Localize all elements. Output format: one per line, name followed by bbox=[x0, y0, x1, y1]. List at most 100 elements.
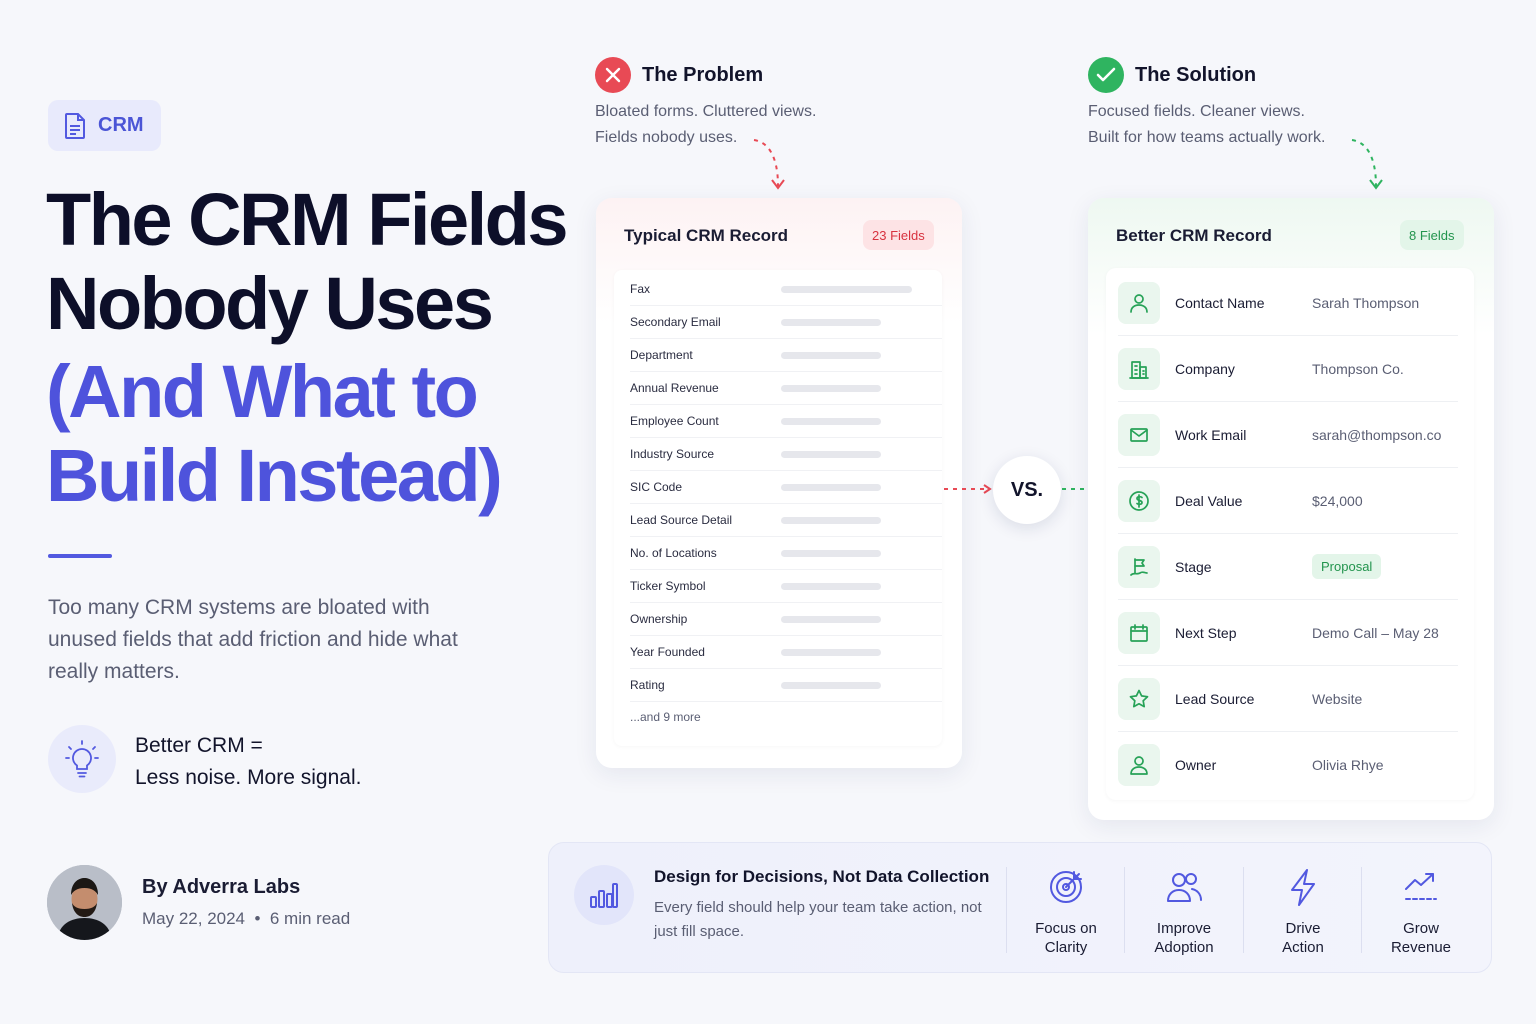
better-field-count-badge: 8 Fields bbox=[1400, 220, 1464, 250]
pillar-line-2: Revenue bbox=[1390, 939, 1452, 956]
typical-field-row: Department bbox=[630, 339, 942, 372]
better-field-label: Work Email bbox=[1175, 426, 1247, 443]
typical-field-row: SIC Code bbox=[630, 471, 942, 504]
meta-separator: • bbox=[254, 909, 261, 928]
problem-x-icon bbox=[595, 57, 631, 93]
pillar-line-2: Adoption bbox=[1154, 939, 1214, 956]
better-field-value: sarah@thompson.co bbox=[1312, 426, 1442, 443]
dollar-icon bbox=[1118, 479, 1160, 522]
typical-field-label: Employee Count bbox=[630, 414, 719, 428]
category-tag-label: CRM bbox=[98, 114, 144, 136]
tagline-line-1: Better CRM = bbox=[135, 734, 263, 757]
intro-paragraph: Too many CRM systems are bloated with un… bbox=[48, 596, 458, 683]
typical-field-row: Industry Source bbox=[630, 438, 942, 471]
typical-field-label: Department bbox=[630, 348, 693, 362]
problem-arrow-icon bbox=[753, 139, 785, 190]
typical-field-label: SIC Code bbox=[630, 480, 683, 494]
headline-line-4: Build Instead) bbox=[46, 434, 503, 517]
better-field-label: Owner bbox=[1175, 757, 1217, 773]
person-portrait-icon bbox=[47, 865, 122, 940]
pillar-line-1: Grow bbox=[1403, 920, 1439, 937]
better-field-row: Work Email sarah@thompson.co bbox=[1118, 402, 1458, 468]
pillar-divider bbox=[1361, 867, 1362, 953]
better-field-value: Sarah Thompson bbox=[1312, 294, 1420, 311]
placeholder-bar bbox=[781, 549, 881, 557]
author-avatar[interactable] bbox=[47, 865, 122, 940]
typical-field-row: Secondary Email bbox=[630, 306, 942, 339]
problem-desc-line-1: Bloated forms. Cluttered views. bbox=[595, 103, 817, 120]
placeholder-bar bbox=[781, 648, 881, 656]
user-icon bbox=[1118, 281, 1160, 324]
headline-line-3: (And What to bbox=[46, 350, 479, 433]
typical-field-row: No. of Locations bbox=[630, 537, 942, 570]
solution-desc-line-1: Focused fields. Cleaner views. bbox=[1088, 103, 1305, 120]
typical-field-label: Annual Revenue bbox=[630, 381, 719, 395]
placeholder-bar bbox=[781, 285, 912, 293]
pillar-line-2: Clarity bbox=[1044, 939, 1088, 956]
typical-field-label: Ticker Symbol bbox=[630, 579, 706, 593]
typical-field-row: Ownership bbox=[630, 603, 942, 636]
solution-description: Focused fields. Cleaner views. Built for… bbox=[1088, 99, 1325, 151]
typical-field-count-badge: 23 Fields bbox=[863, 220, 934, 250]
placeholder-bar bbox=[781, 615, 881, 623]
placeholder-bar bbox=[781, 483, 881, 491]
better-field-label: Stage bbox=[1175, 558, 1212, 575]
placeholder-bar bbox=[781, 516, 881, 524]
post-meta: May 22, 2024 • 6 min read bbox=[142, 909, 350, 929]
typical-field-label: Fax bbox=[630, 282, 651, 296]
typical-field-label: Industry Source bbox=[630, 447, 715, 461]
building-icon bbox=[1118, 347, 1160, 390]
pillar-divider bbox=[1006, 867, 1007, 953]
better-field-value: Website bbox=[1312, 690, 1363, 707]
typical-field-label: No. of Locations bbox=[630, 546, 717, 560]
typical-card-title: Typical CRM Record bbox=[624, 226, 789, 245]
stage-icon bbox=[1118, 545, 1160, 588]
pillar-line-1: Drive bbox=[1285, 920, 1321, 937]
pillar-divider bbox=[1124, 867, 1125, 953]
typical-field-label: Rating bbox=[630, 678, 665, 692]
trend-icon bbox=[1405, 873, 1437, 900]
placeholder-bar bbox=[781, 681, 881, 689]
document-icon bbox=[65, 112, 85, 139]
typical-field-row: Employee Count bbox=[630, 405, 942, 438]
category-tag[interactable]: CRM bbox=[48, 100, 161, 151]
more-fields-note: ...and 9 more bbox=[630, 710, 701, 724]
better-field-value: Olivia Rhye bbox=[1312, 757, 1384, 773]
solution-title: The Solution bbox=[1135, 64, 1257, 86]
tagline-line-2: Less noise. More signal. bbox=[135, 766, 362, 789]
problem-desc-line-2: Fields nobody uses. bbox=[595, 129, 738, 146]
placeholder-bar bbox=[781, 384, 881, 392]
calendar-icon bbox=[1118, 611, 1160, 654]
read-time: 6 min read bbox=[269, 909, 351, 928]
better-card-title: Better CRM Record bbox=[1116, 226, 1272, 245]
post-date: May 22, 2024 bbox=[142, 909, 246, 928]
better-field-row: Owner Olivia Rhye bbox=[1118, 732, 1458, 798]
tagline: Better CRM = Less noise. More signal. bbox=[135, 730, 361, 794]
pillar-divider bbox=[1243, 867, 1244, 953]
headline-line-2: Nobody Uses bbox=[46, 262, 494, 345]
typical-field-row: Rating bbox=[630, 669, 942, 702]
lightbulb-icon bbox=[65, 740, 99, 778]
solution-check-icon bbox=[1088, 57, 1124, 93]
accent-divider bbox=[48, 554, 112, 558]
star-icon bbox=[1118, 677, 1160, 720]
better-field-label: Company bbox=[1175, 360, 1235, 377]
placeholder-bar bbox=[781, 417, 881, 425]
better-field-row: Deal Value$24,000 bbox=[1118, 468, 1458, 534]
placeholder-bar bbox=[781, 582, 881, 590]
typical-field-label: Lead Source Detail bbox=[630, 513, 733, 527]
target-icon bbox=[1050, 871, 1082, 903]
pillar-clarity: Focus on Clarity bbox=[1007, 865, 1125, 961]
bolt-icon bbox=[1291, 869, 1315, 906]
typical-field-row: Year Founded bbox=[630, 636, 942, 669]
placeholder-bar bbox=[781, 450, 881, 458]
pillar-line-1: Focus on bbox=[1035, 920, 1097, 937]
